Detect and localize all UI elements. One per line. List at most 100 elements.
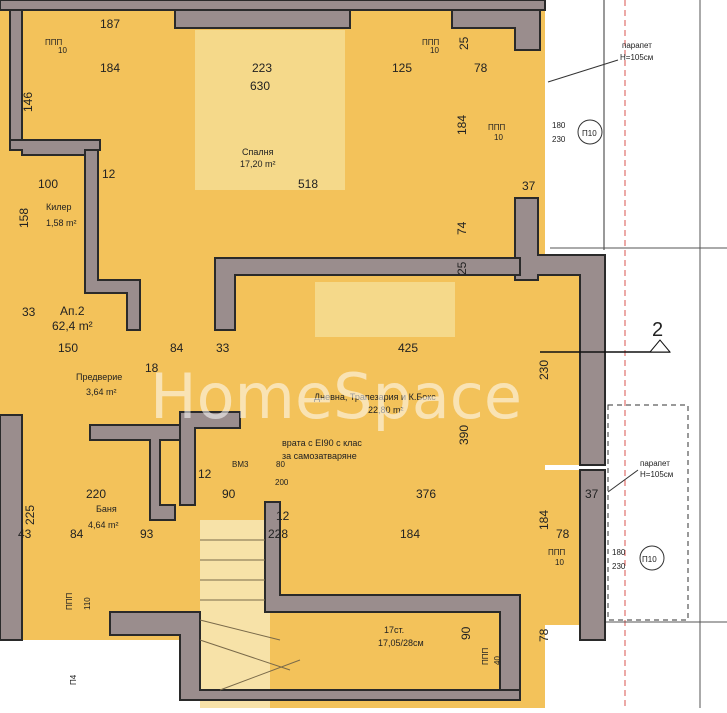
wall-right [514,197,606,466]
door-note-line1: врата с EI90 с клас [282,438,362,448]
parapet-note-1-height: Н=105см [620,53,653,62]
dim: 228 [268,527,288,541]
dim: 78 [537,628,551,642]
dim: 84 [70,527,84,541]
door-note-line2: за самозатваряне [282,451,357,461]
dim: 376 [416,487,436,501]
room-labels: Спалня 17,20 m² Килер 1,58 m² Ап.2 62,4 … [46,147,436,648]
dim: 425 [398,341,418,355]
mark: 110 [83,597,92,610]
dim: 146 [21,92,35,112]
parapet-notes: парапет Н=105см парапет Н=105см [547,41,673,493]
room-name-bedroom: Спалня [242,147,274,157]
dim: 25 [457,36,471,50]
section-arrow [648,339,672,353]
wall-pantry-right [84,149,141,331]
room-area-living: 22,80 m² [368,405,404,415]
dim: 158 [17,208,31,228]
mark: 10 [494,133,503,142]
dim: 37 [522,179,536,193]
dim: 12 [198,467,212,481]
room-area-bath: 4,64 m² [88,520,119,530]
mark: 40 [493,656,502,665]
mark: ВМ3 [232,460,249,469]
parapet-leader-1 [547,59,619,83]
wall-living-top [214,257,521,331]
wall-bottom [109,611,521,701]
dim: 78 [556,527,570,541]
mark: 180 [612,548,626,557]
dim: 37 [585,487,599,501]
dim: 184 [400,527,420,541]
mark: ППП [45,38,63,47]
mark: 10 [555,558,564,567]
dim: 25 [455,261,469,275]
outside-lower-left [0,640,200,708]
parapet-note-2: парапет [640,459,670,468]
mark: 230 [552,135,566,144]
room-name-hall: Предверие [76,372,122,382]
annotations: ППП 10 ППП 10 ППП 10 180 230 П10 ВМ3 80 … [45,38,657,685]
mark: П10 [642,555,657,564]
room-name-bath: Баня [96,504,117,514]
wall-left-upper [9,9,23,141]
dim: 187 [100,17,120,31]
mark: ППП [488,123,506,132]
window-tag-circle [577,119,603,145]
room-name-pantry: Килер [46,202,72,212]
dim: 90 [222,487,236,501]
mark: 200 [275,478,289,487]
wall-bath-right [179,411,241,506]
mark: 80 [276,460,285,469]
room-area-apartment: 62,4 m² [52,319,93,333]
watermark: HomeSpace [150,360,522,433]
staircase-area [200,520,270,708]
kitchen-counter [315,282,455,337]
mark: 10 [58,46,67,55]
dim: 33 [22,305,36,319]
parapet-leader-2 [607,469,639,493]
dim: 125 [392,61,412,75]
dim: 12 [276,509,290,523]
dim: 33 [216,341,230,355]
mark: ППП [422,38,440,47]
dimensions: 187 184 223 125 78 630 146 184 518 100 1… [17,17,599,642]
walls [0,0,606,701]
dim: 230 [537,360,551,380]
mark: ППП [548,548,566,557]
dim: 74 [455,221,469,235]
wall-right-lower [579,469,606,641]
parapet-note-2-height: Н=105см [640,470,673,479]
window-tag-circle-lower [639,545,665,571]
mark: 230 [612,562,626,571]
wall-top [0,0,546,11]
stair-treads [199,539,301,691]
dim: 184 [537,510,551,530]
dim: 630 [250,79,270,93]
bed-area [195,30,345,190]
mark: П10 [582,129,597,138]
dim: 220 [86,487,106,501]
dim: 225 [23,505,37,525]
room-area-hall: 3,64 m² [86,387,117,397]
dim: 43 [18,527,32,541]
dim: 18 [145,361,159,375]
mark: ППП [65,593,74,611]
dim: 12 [102,167,116,181]
mark: П4 [69,674,78,685]
dim: 150 [58,341,78,355]
dim: 93 [140,527,154,541]
wall-left-lower [0,414,23,641]
dim: 84 [170,341,184,355]
mark: 10 [430,46,439,55]
parapet-note-1: парапет [622,41,652,50]
dim: 184 [455,115,469,135]
dim: 223 [252,61,272,75]
section-marker-label: 2 [652,319,663,341]
dim: 90 [459,626,473,640]
dim: 184 [100,61,120,75]
room-area-stairs: 17,05/28см [378,638,424,648]
room-name-stairs: 17ст. [384,625,404,635]
